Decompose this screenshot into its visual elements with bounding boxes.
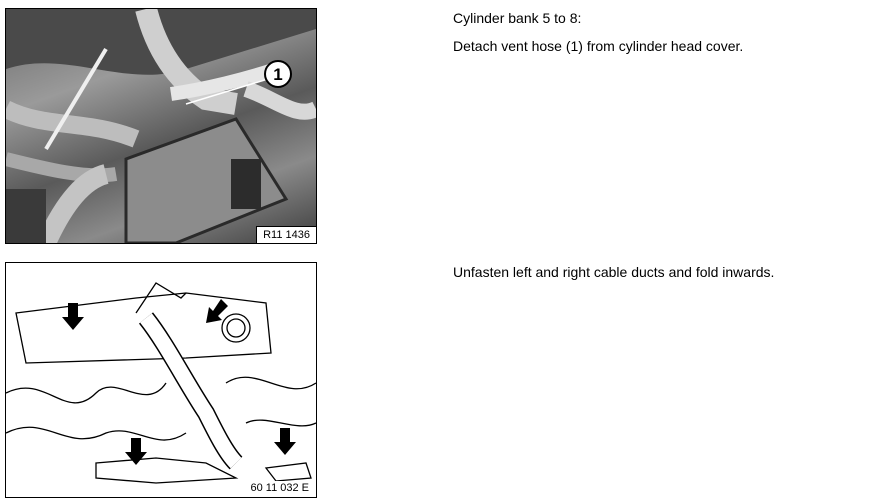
callout-number: 1 (273, 65, 282, 84)
step-1-heading: Cylinder bank 5 to 8: (453, 10, 582, 26)
figure-label: R11 1436 (256, 226, 316, 243)
engine-photo-illustration: 1 (6, 9, 316, 243)
figure-label: 60 11 032 E (245, 481, 314, 495)
step-1-text: Cylinder bank 5 to 8: Detach vent hose (… (453, 8, 743, 56)
step-2-instruction: Unfasten left and right cable ducts and … (453, 264, 775, 280)
engine-photo-vent-hose: 1 R11 1436 (5, 8, 317, 244)
cable-duct-drawing (6, 282, 316, 484)
step-1-instruction: Detach vent hose (1) from cylinder head … (453, 38, 744, 54)
step-2-text: Unfasten left and right cable ducts and … (453, 262, 774, 282)
engine-diagram-cable-ducts: 60 11 032 E (5, 262, 317, 498)
